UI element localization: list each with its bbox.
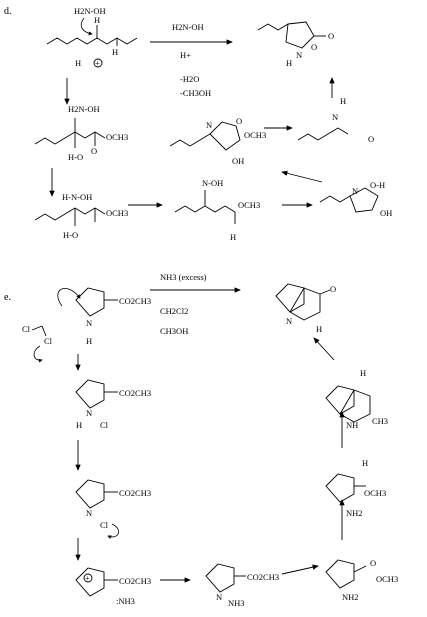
- dichloromethane: Cl Cl: [22, 324, 53, 346]
- int2-och3: OCH3: [106, 208, 128, 218]
- nucleophile-h2noh: H2N-OH: [74, 6, 106, 16]
- e-intermediate-2: CO2CH3 N Cl: [75, 479, 151, 530]
- solvent-ch3oh: CH3OH: [160, 326, 188, 336]
- tet-och3: OCH3: [364, 488, 386, 498]
- imin-plus-circle: [83, 573, 93, 583]
- e2-n: N: [86, 508, 92, 518]
- cyclic-intermediate-right: O-H N OH: [319, 180, 392, 218]
- open-h: H: [340, 96, 346, 106]
- product-n: N: [296, 50, 302, 60]
- e2-cl: Cl: [100, 520, 109, 530]
- int1-oh: H-O: [68, 152, 83, 162]
- part-d-label: d.: [4, 6, 12, 17]
- plus-circle: [93, 58, 103, 68]
- oxime-h: H: [230, 232, 236, 242]
- right-oh2: OH: [380, 208, 392, 218]
- tet-h: H: [362, 458, 368, 468]
- intermediate-2: H-N-OH H-O OCH3: [34, 192, 128, 240]
- solvent-ch2cl2: CH2Cl2: [160, 306, 188, 316]
- product-h-e: H: [316, 324, 322, 334]
- oxime-noh: N-OH: [202, 178, 223, 188]
- start-ester: CO2CH3: [119, 296, 151, 306]
- ketone-o-1: H: [94, 15, 100, 25]
- e2-ester: CO2CH3: [119, 488, 151, 498]
- am-ester: CO2CH3: [247, 572, 279, 582]
- product-o-e: O: [330, 284, 336, 294]
- curved-arrow-e1: [57, 288, 81, 307]
- iminium-intermediate: CO2CH3 + :NH3: [75, 567, 151, 606]
- e1-cl: Cl: [100, 420, 109, 430]
- bicyclic-product: O N H: [275, 283, 336, 334]
- part-e-label: e.: [4, 292, 11, 303]
- ring-n: N: [206, 120, 212, 130]
- open-o: O: [368, 134, 374, 144]
- byproduct-methanol: -CH3OH: [180, 88, 211, 98]
- int1-h2noh: H2N-OH: [68, 104, 100, 114]
- bicyclic-intermediate: H CH3 NH: [325, 368, 388, 430]
- aminal-o: O: [370, 558, 376, 568]
- byproduct-water: -H2O: [180, 74, 199, 84]
- imin-ester: CO2CH3: [119, 576, 151, 586]
- ring-och3: OCH3: [244, 130, 266, 140]
- int1-ester-o: O: [91, 146, 97, 156]
- e1-n: N: [86, 408, 92, 418]
- curved-arrow-e2: [33, 345, 43, 363]
- bic-ch3: CH3: [372, 416, 388, 426]
- e1-ester: CO2CH3: [119, 388, 151, 398]
- aminomethyl-intermediate: CO2CH3 N NH3: [205, 563, 279, 608]
- reagent-hplus: H+: [180, 50, 191, 60]
- right-oh: O-H: [370, 180, 385, 190]
- ring-o: O: [236, 116, 242, 126]
- imin-plus: +: [85, 573, 90, 583]
- reagent-h2noh: H2N-OH: [172, 22, 204, 32]
- dcm-cl2: Cl: [44, 336, 53, 346]
- bic-h: H: [360, 368, 366, 378]
- aminal-nh2: NH2: [342, 592, 359, 602]
- e-intermediate-1: CO2CH3 N H Cl: [75, 379, 151, 430]
- reagent-nh3: NH3 (excess): [160, 272, 207, 282]
- int2-hnoh: H-N-OH: [62, 192, 92, 202]
- open-intermediate: N H O: [297, 96, 374, 144]
- e1-h: H: [76, 420, 82, 430]
- tetrahedral-intermediate: H OCH3 NH2: [325, 458, 386, 518]
- product-n-e: N: [286, 316, 292, 326]
- arrow-right-e2: [281, 564, 319, 575]
- dcm-cl1: Cl: [22, 324, 31, 334]
- proline-ester-start: CO2CH3 N H: [75, 287, 151, 346]
- diketone-start: H H: [46, 15, 138, 57]
- open-n: N: [332, 112, 338, 122]
- imin-nh3: :NH3: [116, 596, 135, 606]
- ring-oh: OH: [232, 156, 244, 166]
- product-o-ring: O: [311, 42, 317, 52]
- am-nh3: NH3: [228, 598, 245, 608]
- start-n: N: [86, 318, 92, 328]
- plus-sign: +: [95, 58, 100, 68]
- product-carbonyl-o: O: [328, 31, 334, 41]
- aminal-och3: OCH3: [376, 574, 398, 584]
- ring-intermediate-mid: N O OCH3 OH: [169, 116, 266, 166]
- bic-nh: NH: [346, 420, 358, 430]
- int2-oh: H-O: [63, 230, 78, 240]
- intermediate-1: H2N-OH H-O OCH3 O: [34, 104, 128, 162]
- am-n: N: [216, 592, 222, 602]
- ketone-o-2: H: [112, 47, 118, 57]
- curved-arrow-e3: [107, 523, 120, 540]
- product-h: H: [286, 58, 292, 68]
- oxime-intermediate: N-OH OCH3 H: [174, 178, 260, 242]
- arrow-back-d: [281, 170, 323, 183]
- aminal-intermediate: O OCH3 NH2: [325, 558, 398, 602]
- arrow-up-e3: [313, 337, 335, 361]
- tet-nh2: NH2: [346, 508, 363, 518]
- isoxazolone-product: N O H O: [257, 21, 334, 68]
- h-plus-label: H: [75, 58, 81, 68]
- right-n: N: [352, 186, 358, 196]
- int1-och3: OCH3: [106, 132, 128, 142]
- oxime-och3: OCH3: [238, 200, 260, 210]
- curved-arrow-attack: [80, 17, 93, 36]
- start-h: H: [86, 336, 92, 346]
